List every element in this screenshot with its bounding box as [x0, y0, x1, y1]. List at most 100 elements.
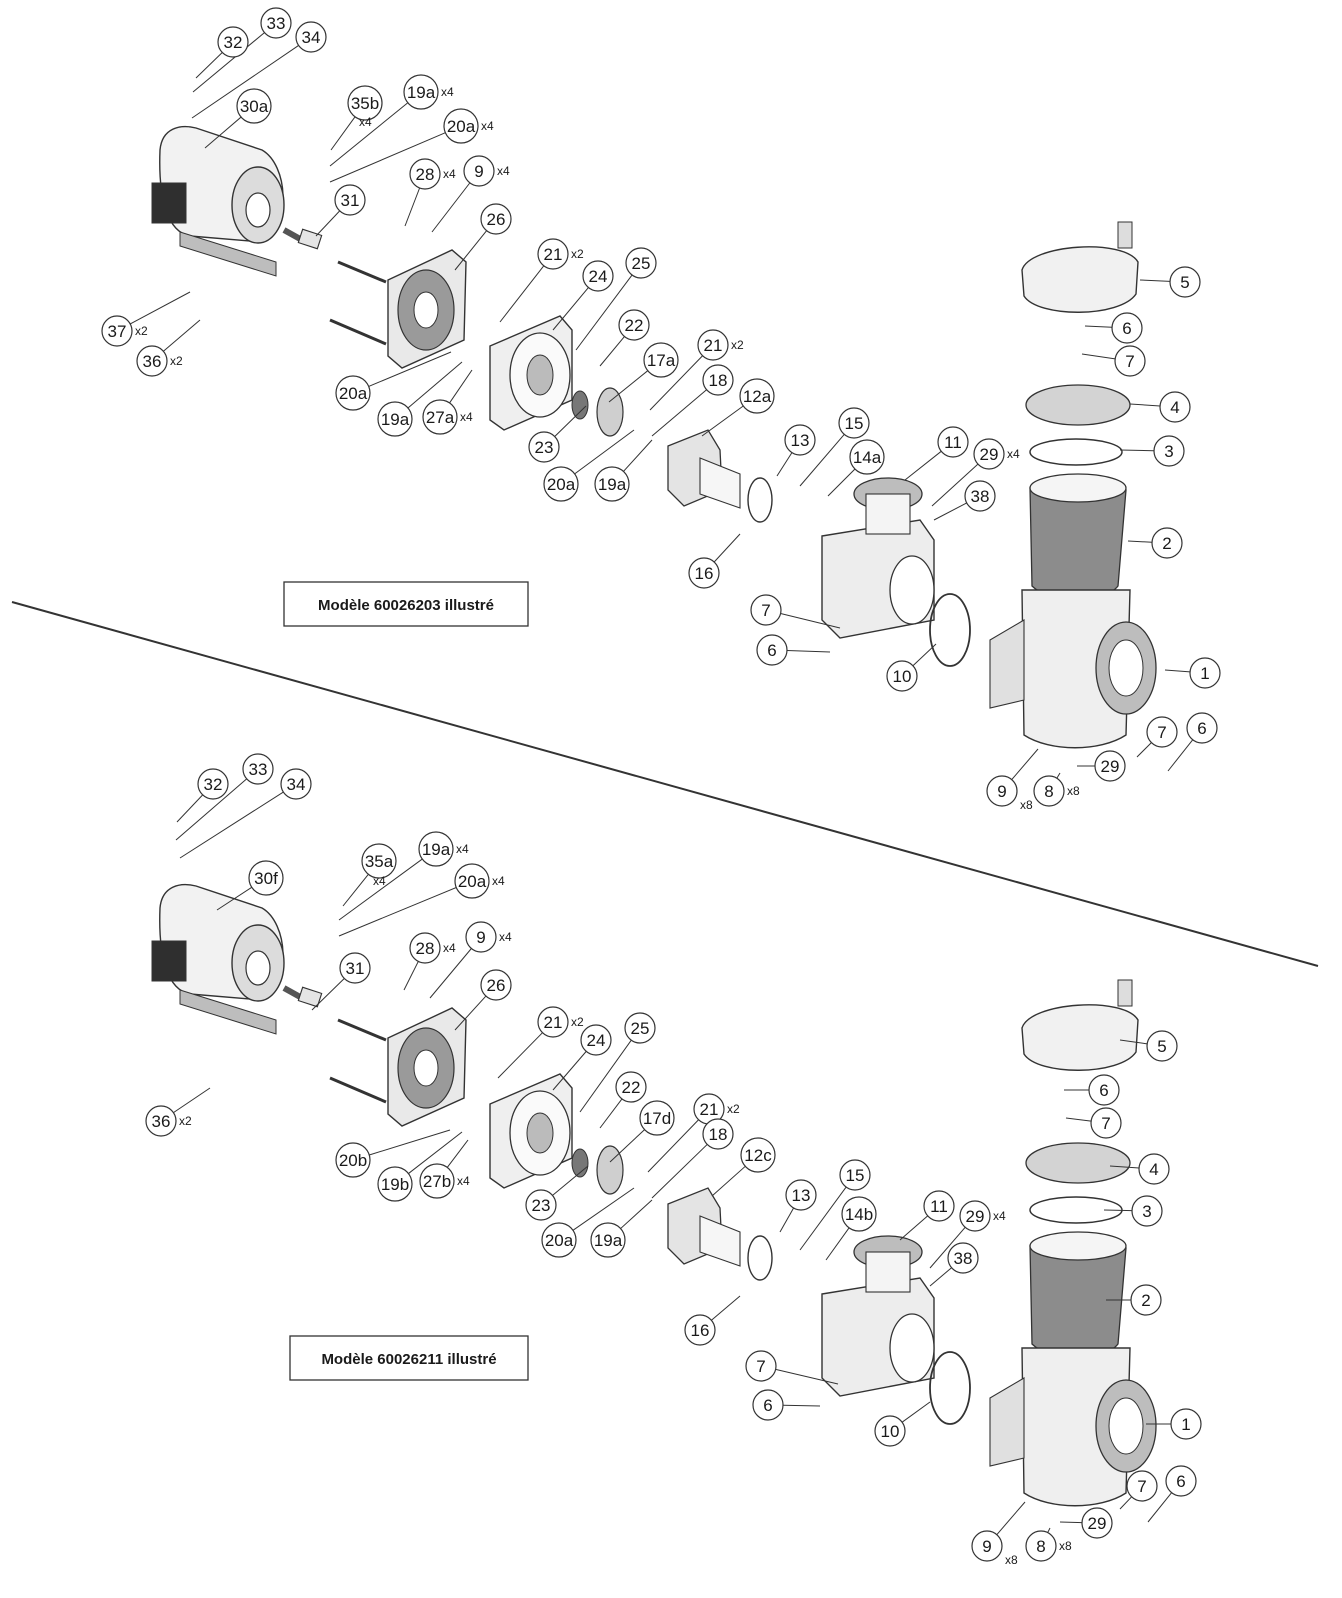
trap-lid: [1025, 384, 1131, 426]
callout-leader: [779, 1207, 795, 1233]
callout-bubble: [959, 1200, 991, 1232]
callout-bubble: [1114, 345, 1146, 377]
callout-leader: [195, 52, 223, 79]
callout-number: 17a: [647, 351, 676, 370]
callout-leader: [799, 434, 845, 487]
callout-bubble: [480, 969, 512, 1001]
callout-number: 9: [982, 1537, 991, 1556]
callout-leader: [931, 463, 979, 507]
callout-leader: [216, 886, 253, 911]
callout-number: 27b: [423, 1172, 451, 1191]
callout-bubble: [697, 329, 729, 361]
callout-bubble: [1126, 1470, 1158, 1502]
callout-number: 35b: [351, 94, 379, 113]
callout-leader: [499, 265, 545, 323]
callout-quantity: x4: [460, 410, 473, 424]
callout-leader: [431, 182, 471, 233]
callout-leader: [163, 319, 201, 352]
callout-leader: [552, 1165, 589, 1196]
callout-bubble: [403, 74, 439, 110]
callout-number: 15: [845, 414, 864, 433]
callout-bubble: [136, 345, 168, 377]
callout-bubble: [986, 775, 1018, 807]
callout-number: 20a: [339, 384, 368, 403]
callout-bubble: [923, 1190, 955, 1222]
callout-leader: [651, 1144, 708, 1199]
callout-leader: [1056, 772, 1061, 779]
callout-bubble: [1138, 1153, 1170, 1185]
callout-leader: [1065, 1117, 1092, 1122]
callout-number: 1: [1200, 664, 1209, 683]
callout-number: 7: [1157, 723, 1166, 742]
callout-leader: [552, 287, 589, 331]
callout-quantity: x2: [135, 324, 148, 338]
callout-number: 4: [1170, 398, 1179, 417]
callout-number: 6: [1197, 719, 1206, 738]
callout-bubble: [145, 1105, 177, 1137]
callout-number: 31: [346, 959, 365, 978]
callout-leader: [338, 887, 457, 937]
callout-leader: [191, 45, 299, 119]
callout-quantity: x4: [499, 930, 512, 944]
callout-number: 19a: [422, 840, 451, 859]
callout-number: 20a: [547, 475, 576, 494]
callout-number: 38: [954, 1249, 973, 1268]
callout-number: 24: [589, 267, 608, 286]
callout-quantity: x2: [727, 1102, 740, 1116]
callout-bubble: [624, 1012, 656, 1044]
callout-leader: [311, 978, 345, 1011]
shaft-spacer: [297, 986, 323, 1008]
callout-leader: [403, 961, 419, 991]
callout-quantity: x4: [481, 119, 494, 133]
callout-number: 20a: [545, 1231, 574, 1250]
callout-leader: [780, 613, 841, 629]
callout-number: 26: [487, 210, 506, 229]
callout-bubble: [1111, 312, 1143, 344]
callout-bubble: [480, 203, 512, 235]
callout-number: 36: [152, 1112, 171, 1131]
callout-leader: [1147, 1492, 1172, 1523]
callout-leader: [1167, 739, 1194, 772]
motor-shaft-face: [245, 950, 271, 986]
callout-bubble: [295, 21, 327, 53]
callout-bubble: [377, 1166, 413, 1202]
callout-bubble: [248, 860, 284, 896]
callout-bubble: [377, 401, 413, 437]
callout-bubble: [750, 594, 782, 626]
strainer-outlet-flange: [989, 1377, 1025, 1467]
callout-number: 28: [416, 165, 435, 184]
inlet-port: [1108, 639, 1144, 697]
callout-leader: [446, 1139, 469, 1168]
callout-bubble: [528, 431, 560, 463]
callout-leader: [904, 450, 942, 481]
callout-leader: [1127, 540, 1153, 543]
callout-quantity: x4: [441, 85, 454, 99]
callout-bubble: [334, 184, 366, 216]
callout-bubble: [541, 1222, 577, 1258]
callout-bubble: [1088, 1074, 1120, 1106]
callout-number: 21: [544, 1013, 563, 1032]
adapter-hub: [526, 1112, 554, 1154]
callout-number: 30f: [254, 869, 278, 888]
callout-bubble: [1151, 527, 1183, 559]
callout-leader: [574, 429, 635, 475]
callout-leader: [1103, 1209, 1133, 1212]
callout-number: 10: [893, 667, 912, 686]
callout-leader: [1164, 669, 1191, 673]
adapter-hub: [526, 354, 554, 396]
callout-bubble: [618, 309, 650, 341]
callout-number: 34: [302, 28, 321, 47]
callout-number: 33: [267, 14, 286, 33]
callout-number: 9: [476, 928, 485, 947]
callout-leader: [649, 355, 703, 411]
callout-quantity: x4: [443, 941, 456, 955]
callout-number: 33: [249, 760, 268, 779]
callout-bubble: [361, 843, 397, 879]
callout-number: 9: [474, 162, 483, 181]
callout-bubble: [971, 1530, 1003, 1562]
callout-quantity: x4: [497, 164, 510, 178]
callout-leader: [449, 369, 473, 404]
diffuser-o-ring: [747, 477, 773, 523]
